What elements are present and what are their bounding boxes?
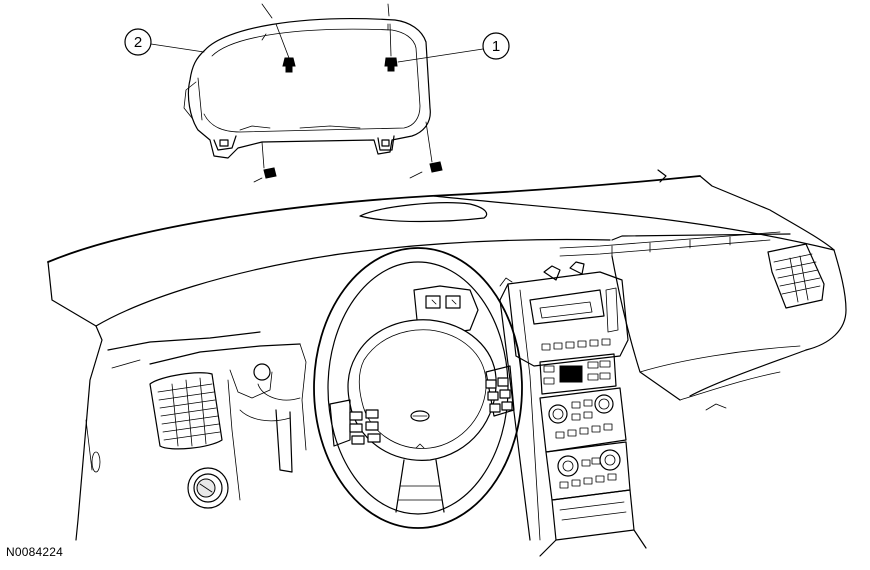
instrument-cluster <box>183 18 431 159</box>
bottom-screws <box>253 121 443 183</box>
cluster-opening <box>149 343 307 501</box>
headlamp-switch <box>187 467 229 509</box>
callout-2: 2 <box>124 28 205 56</box>
dash-brackets <box>499 261 585 287</box>
left-spoke-buttons <box>349 409 381 445</box>
top-screws <box>261 3 398 73</box>
dashboard <box>47 169 847 557</box>
callout-1-label: 1 <box>492 38 500 55</box>
center-stack <box>499 271 647 557</box>
figure-id: N0084224 <box>6 545 63 559</box>
steering-wheel <box>313 247 523 529</box>
right-air-vent <box>767 243 825 309</box>
right-spoke-buttons <box>485 377 513 413</box>
callout-2-label: 2 <box>134 34 142 51</box>
left-air-vent <box>149 372 223 450</box>
callout-1: 1 <box>397 32 510 63</box>
